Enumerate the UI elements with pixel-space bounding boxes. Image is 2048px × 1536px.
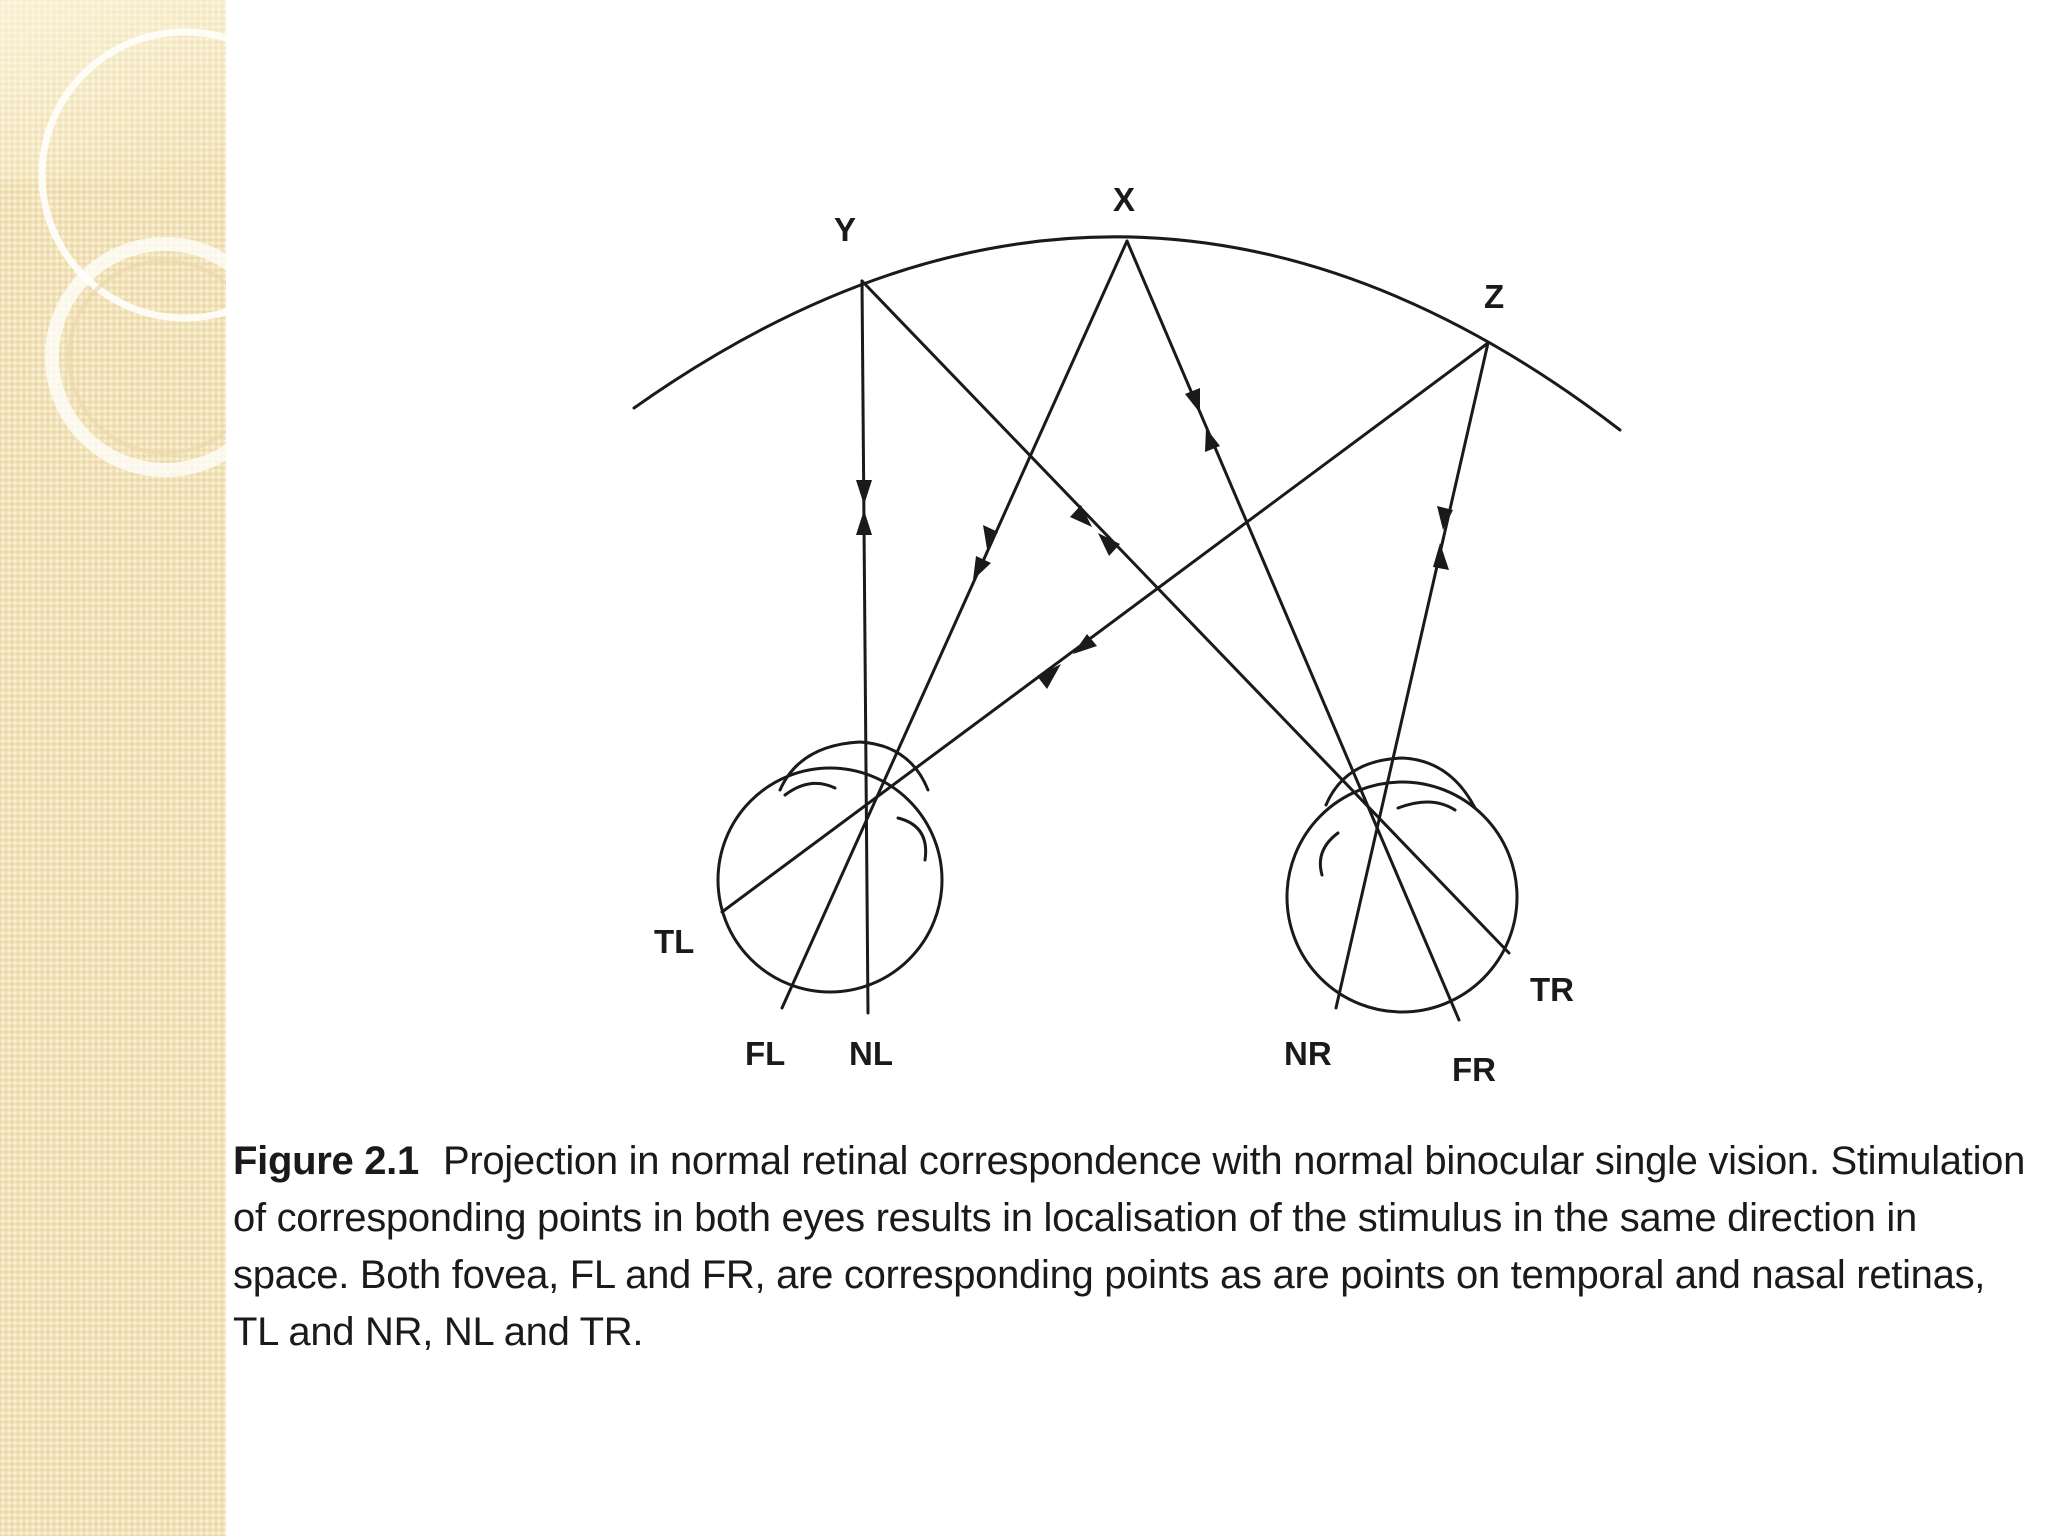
arrowhead-y-nl-up [856, 510, 872, 535]
label-nl: NL [849, 1035, 893, 1072]
arrowhead-x-fr-up [1205, 428, 1220, 452]
caption-text: Projection in normal retinal corresponde… [233, 1139, 2025, 1354]
label-tl: TL [654, 923, 694, 960]
visual-space-arc [634, 237, 1620, 430]
caption-label: Figure 2.1 [233, 1139, 419, 1183]
ray-z-tl [722, 343, 1488, 912]
ray-x-fl [782, 241, 1127, 1008]
right-eye-lens-lower [1320, 833, 1338, 875]
label-x: X [1113, 181, 1135, 218]
right-eye-globe [1287, 782, 1517, 1012]
left-eye-globe [718, 768, 942, 992]
label-fr: FR [1452, 1051, 1496, 1088]
left-eye-lens-upper [785, 783, 835, 795]
label-fl: FL [745, 1035, 785, 1072]
left-eye-cornea [780, 742, 928, 790]
arrowhead-y-nl-down [856, 480, 872, 505]
arrowhead-z-nr-up [1433, 543, 1449, 570]
ray-y-nl [862, 281, 868, 1013]
ray-x-fr [1127, 241, 1459, 1020]
arrowhead-x-fl-up [973, 556, 991, 580]
right-eye-lens-upper [1398, 802, 1455, 810]
left-eye-lens-lower [898, 818, 926, 860]
label-y: Y [834, 211, 856, 248]
label-z: Z [1484, 278, 1504, 315]
label-nr: NR [1284, 1035, 1332, 1072]
label-tr: TR [1530, 971, 1574, 1008]
arrowhead-x-fr-down [1185, 388, 1200, 413]
